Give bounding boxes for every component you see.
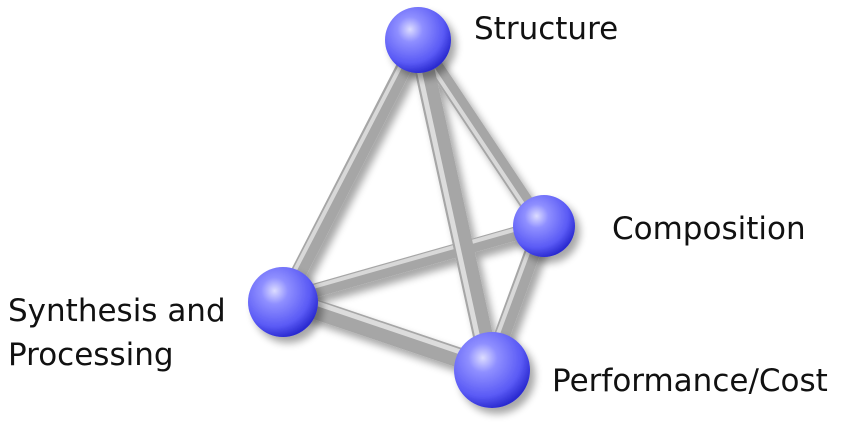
node-composition bbox=[513, 195, 575, 257]
edge-structure-composition-highlight bbox=[413, 40, 541, 230]
edge-structure-performance bbox=[408, 30, 500, 378]
label-performance: Performance/Cost bbox=[552, 363, 828, 399]
edges-group bbox=[275, 30, 550, 378]
label-synthesis-line2: Processing bbox=[8, 337, 174, 373]
node-synthesis bbox=[248, 267, 318, 337]
nodes-group bbox=[248, 7, 575, 408]
edge-synthesis-performance bbox=[275, 289, 500, 378]
edge-structure-synthesis-highlight bbox=[279, 38, 416, 299]
edge-structure-performance-highlight bbox=[410, 39, 487, 369]
edge-synthesis-performance-highlight bbox=[283, 290, 493, 365]
label-structure: Structure bbox=[474, 11, 619, 47]
label-composition: Composition bbox=[612, 211, 806, 247]
edge-structure-synthesis bbox=[277, 32, 426, 307]
edge-synthesis-composition bbox=[278, 219, 549, 306]
edge-synthesis-composition-highlight bbox=[283, 220, 544, 297]
node-structure bbox=[385, 7, 451, 73]
edge-structure-composition bbox=[410, 32, 550, 234]
label-synthesis-line1: Synthesis and bbox=[8, 293, 226, 329]
node-performance bbox=[454, 332, 530, 408]
